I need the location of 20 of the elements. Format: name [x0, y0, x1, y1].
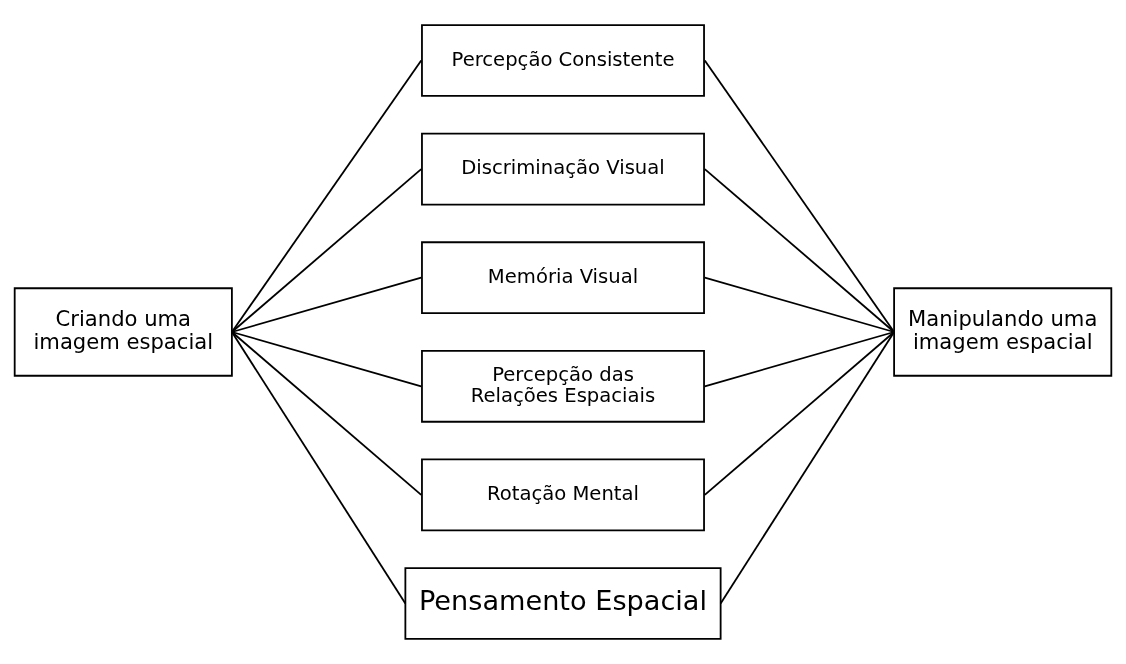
connector — [231, 331, 407, 605]
node-box: Memória Visual — [421, 241, 705, 315]
connector — [703, 59, 895, 333]
node-box: Criando uma imagem espacial — [13, 287, 233, 377]
node-box: Percepção das Relações Espaciais — [421, 349, 705, 423]
node-box: Percepção Consistente — [421, 24, 705, 97]
connector — [719, 331, 895, 605]
connector — [231, 168, 423, 333]
connector — [231, 331, 423, 388]
node-box: Pensamento Espacial — [404, 567, 722, 640]
connector — [703, 276, 895, 333]
connector — [703, 168, 895, 333]
node-box: Discriminação Visual — [421, 132, 705, 206]
connector — [231, 59, 423, 333]
connector — [231, 276, 423, 333]
connector — [231, 331, 423, 496]
node-box: Manipulando uma imagem espacial — [893, 287, 1113, 377]
node-box: Rotação Mental — [421, 458, 705, 532]
connector — [703, 331, 895, 496]
connector — [703, 331, 895, 388]
